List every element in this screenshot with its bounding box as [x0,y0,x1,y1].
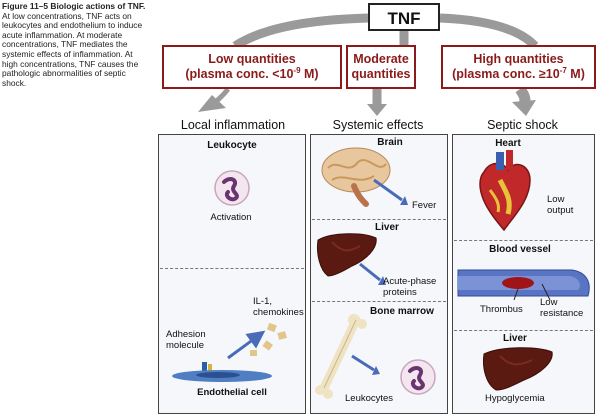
arrow-to-low [232,13,369,50]
liver-icon-systemic [317,233,377,277]
heart-icon [479,150,531,232]
low-resistance-label: Low resistance [540,297,584,319]
arrow-head-septic [512,100,536,116]
blood-vessel-icon [457,269,590,301]
adhesion-molecule-label: Adhesion molecule [166,329,206,351]
high-line1: High quantities [473,52,564,66]
arrow-low-down [212,87,230,106]
low-line2: (plasma conc. <10-9 M) [185,65,319,81]
low-output-label: Low output [547,194,574,216]
heading-local-inflammation: Local inflammation [180,118,286,132]
fever-label: Fever [412,200,437,211]
systemic-divider-2 [312,301,446,302]
liver-systemic-title: Liver [375,222,399,233]
arrow-head-systemic [367,104,387,116]
arrow-head-local [198,95,226,112]
tnf-box: TNF [368,3,440,31]
tnf-arrows [198,13,539,116]
leukocytes-arrow [351,354,380,375]
leukocyte-cell-systemic-icon [400,359,436,395]
heading-septic-shock: Septic shock [487,118,558,132]
septic-divider-2 [454,330,593,331]
figure-caption: Figure 11–5 Biologic actions of TNF. At … [2,1,150,88]
hypoglycemia-label: Hypoglycemia [485,393,545,404]
heading-systemic-effects: Systemic effects [332,118,424,132]
systemic-divider-1 [312,219,446,220]
brain-icon [321,147,391,207]
local-divider [160,268,304,269]
heart-title: Heart [495,138,521,149]
low-quantities-box: Low quantities (plasma conc. <10-9 M) [162,45,342,89]
acute-phase-arrow [359,262,386,285]
fever-arrow [373,178,408,205]
moderate-quantities-box: Moderate quantities [346,45,416,89]
leukocyte-cell-icon [214,170,250,206]
blood-vessel-title: Blood vessel [489,244,551,255]
high-quantities-box: High quantities (plasma conc. ≥10-7 M) [441,45,596,89]
leukocytes-label: Leukocytes [345,393,394,404]
high-line2: (plasma conc. ≥10-7 M) [452,65,585,81]
endothelial-cell-label: Endothelial cell [197,387,267,398]
caption-body: At low concentrations, TNF acts on leuko… [2,10,143,88]
liver-septic-title: Liver [503,333,527,344]
acute-phase-label: Acute-phase proteins [383,276,437,298]
moderate-line1: Moderate [353,52,409,66]
brain-title: Brain [377,137,403,148]
bone-icon [315,314,367,399]
septic-divider-1 [454,240,593,241]
thrombus-label: Thrombus [480,304,523,315]
endothelium-illustration [172,322,287,382]
leukocyte-title: Leukocyte [207,140,257,151]
moderate-line2: quantities [351,67,411,81]
activation-label: Activation [210,212,252,223]
arrow-to-high [439,13,539,50]
low-line1: Low quantities [208,52,296,66]
il1-label: IL-1, chemokines [253,296,304,318]
bone-marrow-title: Bone marrow [370,306,434,317]
liver-icon-septic [483,347,553,391]
caption-title: Figure 11–5 Biologic actions of TNF. [2,1,146,11]
